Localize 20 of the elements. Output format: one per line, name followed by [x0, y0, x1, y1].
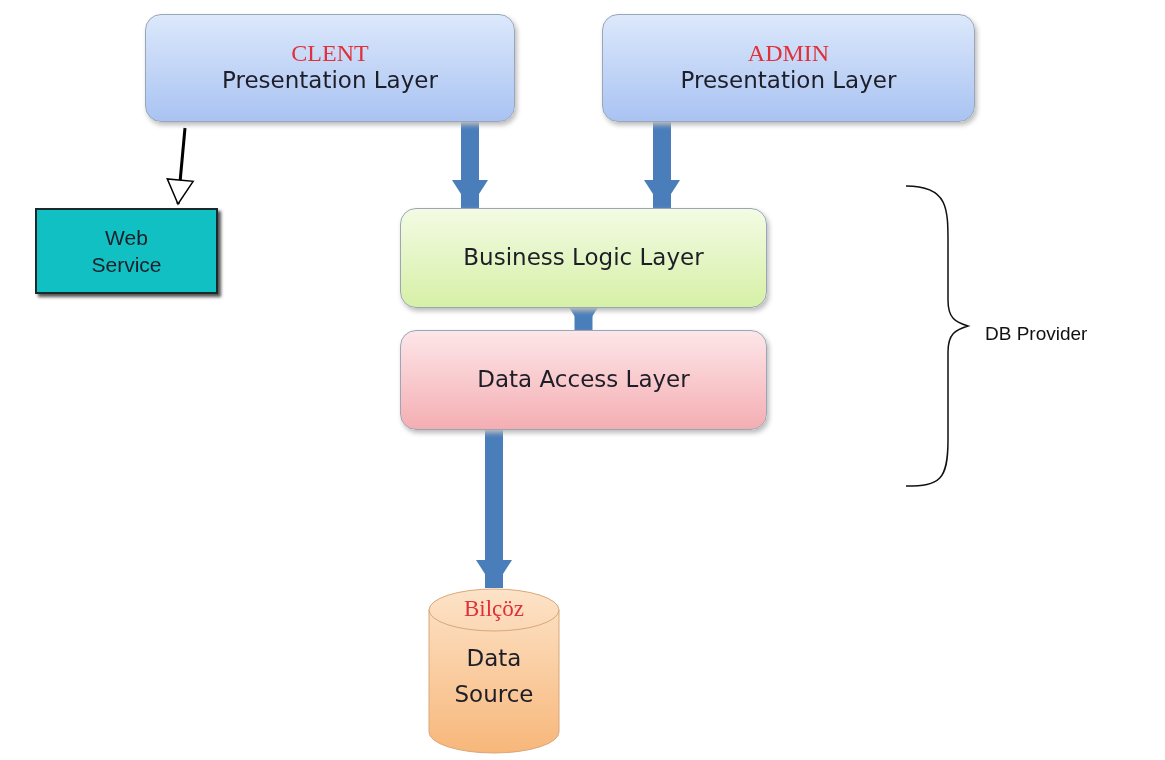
layer-label: Presentation Layer: [680, 66, 897, 96]
arrow: [166, 127, 194, 205]
arrow: [452, 122, 488, 208]
layer-box: [602, 14, 975, 122]
layer-label: Web Service: [90, 224, 163, 278]
layer-box: [400, 208, 767, 308]
layer-title: CLENT: [291, 39, 369, 67]
service-box: [35, 208, 218, 294]
layer-title: ADMIN: [747, 39, 830, 67]
database-cylinder: [428, 588, 560, 754]
layer-title: Bilçöz: [463, 596, 524, 622]
layer-label: Business Logic Layer: [463, 243, 704, 273]
layer-label: Data Source: [453, 644, 535, 709]
layer-box: [400, 330, 767, 430]
arrow: [644, 122, 680, 208]
bracket-label: DB Provider: [985, 323, 1088, 345]
layer-label: Presentation Layer: [222, 66, 438, 96]
layer-box: [145, 14, 515, 122]
layer-label: Data Access Layer: [477, 365, 690, 395]
arrow: [476, 430, 512, 588]
